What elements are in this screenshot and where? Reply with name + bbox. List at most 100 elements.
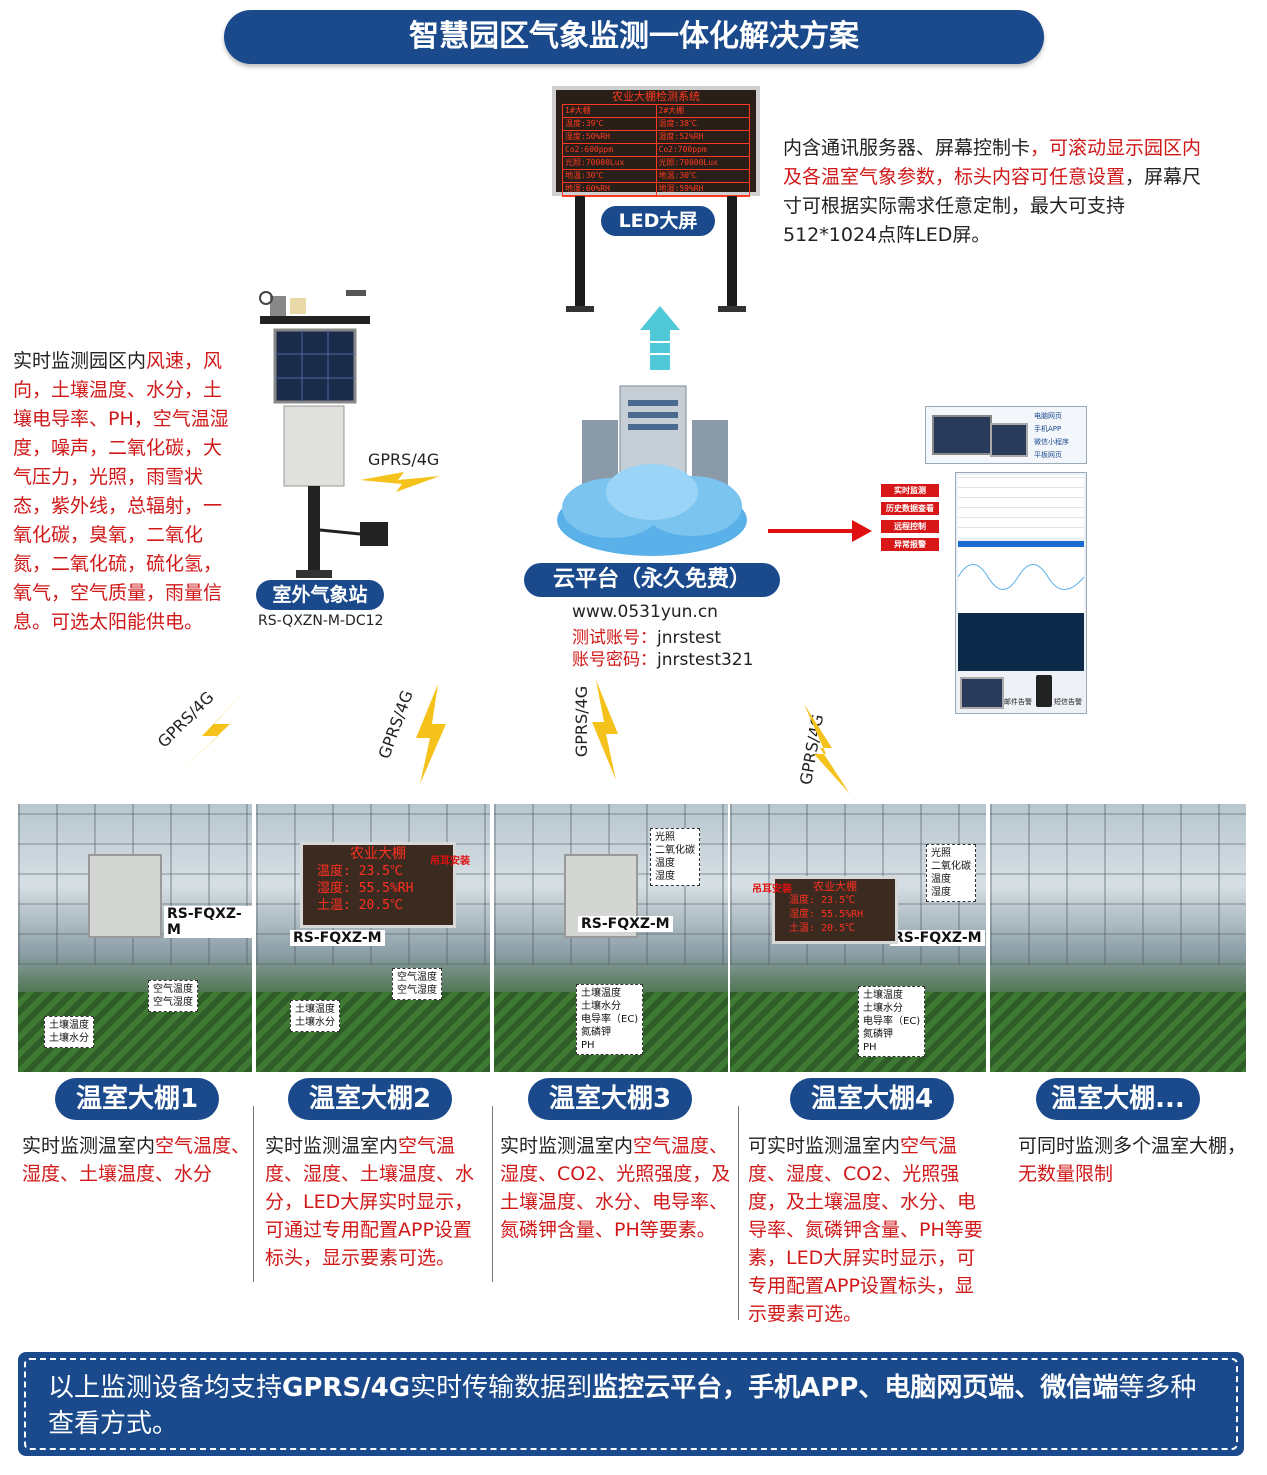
dashboard-screen <box>958 613 1084 671</box>
greenhouse-led-display: 农业大棚温度: 23.5℃ 湿度: 55.5%RH 土温: 20.5℃ <box>772 876 898 944</box>
cloud-url[interactable]: www.0531yun.cn <box>572 602 718 622</box>
page-title: 智慧园区气象监测一体化解决方案 <box>224 10 1044 64</box>
greenhouse-description-2: 实时监测温室内空气温度、湿度、土壤温度、水分，LED大屏实时显示，可通过专用配置… <box>265 1135 475 1269</box>
alert-email-label: 邮件告警 <box>1004 698 1032 706</box>
led-display-line: 湿度: 55.5%RH <box>317 881 414 896</box>
greenhouse-title-4: 温室大棚4 <box>790 1078 954 1120</box>
history-chart-screen <box>957 541 1085 615</box>
platform-menu-item[interactable]: 实时监测 <box>881 484 939 497</box>
greenhouse-title-3: 温室大棚3 <box>528 1078 692 1120</box>
platform-menu: 实时监测历史数据查看远程控制异常报警 <box>881 484 939 556</box>
client-list-item: 微信小程序 <box>1034 438 1069 446</box>
weather-station-label: 室外气象站 <box>256 580 384 610</box>
alert-sms-label: 短信告警 <box>1054 698 1082 706</box>
led-screen-cell: 地温:30℃ <box>656 170 749 183</box>
led-display-line: 土温: 20.5℃ <box>789 923 856 934</box>
led-screen-cell: 温度:39℃ <box>563 118 656 131</box>
arrow-right-icon <box>768 520 872 542</box>
led-screen-description: 内含通讯服务器、屏幕控制卡，可滚动显示园区内及各温室气象参数，标头内容可任意设置… <box>783 137 1202 246</box>
platform-menu-item[interactable]: 历史数据查看 <box>881 502 939 515</box>
greenhouse-description-1: 实时监测温室内空气温度、湿度、土壤温度、水分 <box>22 1135 251 1185</box>
lightning-icon <box>592 680 618 780</box>
led-display-title: 农业大棚 <box>813 880 857 893</box>
led-display-title: 农业大棚 <box>350 846 406 862</box>
sensor-tag: 土壤温度 土壤水分 电导率（EC) 氮磷钾 PH <box>858 986 926 1057</box>
sensor-tag: 土壤温度 土壤水分 电导率（EC) 氮磷钾 PH <box>576 984 644 1055</box>
led-screen-cell: 2#大棚 <box>656 105 749 118</box>
lightning-icon <box>360 472 440 492</box>
greenhouse-led-display: 农业大棚温度: 23.5℃ 湿度: 55.5%RH 土温: 20.5℃ <box>300 842 456 928</box>
gprs-label-station: GPRS/4G <box>368 450 440 469</box>
led-screen-cell: 地湿:60%RH <box>563 183 656 196</box>
weather-station-description: 实时监测园区内风速，风向，土壤温度、水分，土壤电导率、PH，空气温湿度，噪声，二… <box>13 350 229 633</box>
footer-banner: 以上监测设备均支持GPRS/4G实时传输数据到监控云平台，手机APP、电脑网页端… <box>18 1352 1244 1456</box>
led-screen-label: LED大屏 <box>601 206 715 236</box>
greenhouse-description-5: 可同时监测多个温室大棚，无数量限制 <box>1018 1135 1247 1185</box>
device-model-label: RS-FQXZ-M <box>164 906 252 938</box>
laptop-icon <box>932 415 992 455</box>
sensor-tag: 光照 二氧化碳 温度 湿度 <box>650 828 700 886</box>
device-model-label: RS-FQXZ-M <box>578 916 673 932</box>
led-screen-cell: 湿度:50%RH <box>563 131 656 144</box>
alert-email-icon <box>960 677 1004 709</box>
platform-menu-item[interactable]: 异常报警 <box>881 538 939 551</box>
led-screen-cell: 湿度:52%RH <box>656 131 749 144</box>
greenhouse-title-5: 温室大棚... <box>1036 1078 1200 1120</box>
cloud-test-password: 账号密码：jnrstest321 <box>572 650 754 670</box>
data-grid-screen <box>958 475 1084 537</box>
cloud-test-account: 测试账号：jnrstest <box>572 628 721 648</box>
greenhouse-photo-5 <box>990 804 1246 1072</box>
upload-arrow-icon <box>640 306 680 370</box>
led-screen-cell: 温度:38℃ <box>656 118 749 131</box>
weather-station-illustration <box>259 290 388 578</box>
device-model-label: RS-FQXZ-M <box>890 930 985 946</box>
led-display-line: 湿度: 55.5%RH <box>789 909 864 920</box>
cloud-server-illustration <box>557 385 747 556</box>
greenhouse-description-4: 可实时监测温室内空气温度、湿度、CO2、光照强度，及土壤温度、水分、电导率、氮磷… <box>748 1135 983 1325</box>
platform-screens: 邮件告警 短信告警 <box>955 472 1087 714</box>
column-divider <box>492 1106 493 1282</box>
led-display-line: 土温: 20.5℃ <box>317 898 403 913</box>
sensor-tag: 空气温度 空气湿度 <box>148 980 198 1012</box>
platform-menu-item[interactable]: 远程控制 <box>881 520 939 533</box>
tablet-icon <box>990 423 1028 457</box>
greenhouse-photo-3: RS-FQXZ-M 光照 二氧化碳 温度 湿度土壤温度 土壤水分 电导率（EC) … <box>494 804 728 1072</box>
device-enclosure <box>88 854 162 938</box>
greenhouse-frame <box>990 804 1246 965</box>
led-screen-cell: Co2:600ppm <box>563 144 656 157</box>
lightning-icon <box>182 690 246 770</box>
sensor-tag: 土壤温度 土壤水分 <box>290 1000 340 1032</box>
led-display-line: 温度: 23.5℃ <box>789 895 856 906</box>
client-list-item: 手机APP <box>1034 425 1062 433</box>
lightning-icon <box>416 684 446 784</box>
led-screen-cell: Co2:700ppm <box>656 144 749 157</box>
led-screen-cell: 地温:30℃ <box>563 170 656 183</box>
led-screen-cell: 光照:70000Lux <box>563 157 656 170</box>
weather-station-model: RS-QXZN-M-DC12 <box>258 613 384 629</box>
led-pole-left <box>575 196 585 310</box>
led-screen-cell: 1#大棚 <box>563 105 656 118</box>
led-screen-header: 农业大棚检测系统 <box>612 90 700 103</box>
led-screen-cell: 光照:70000Lux <box>656 157 749 170</box>
greenhouse-photo-4: RS-FQXZ-M 农业大棚温度: 23.5℃ 湿度: 55.5%RH 土温: 20.… <box>730 804 986 1072</box>
client-list-item: 电脑网页 <box>1034 412 1062 420</box>
led-display-line: 温度: 23.5℃ <box>317 864 403 879</box>
footer-text: 以上监测设备均支持GPRS/4G实时传输数据到监控云平台，手机APP、电脑网页端… <box>24 1358 1238 1450</box>
sensor-tag: 土壤温度 土壤水分 <box>44 1016 94 1048</box>
greenhouse-title-1: 温室大棚1 <box>55 1078 219 1120</box>
greenhouse-plants <box>990 991 1246 1072</box>
alert-sms-icon <box>1036 675 1052 707</box>
cloud-platform-label: 云平台（永久免费） <box>524 563 780 597</box>
greenhouse-photo-1: RS-FQXZ-M 空气温度 空气湿度土壤温度 土壤水分 <box>18 804 252 1072</box>
hanging-install-label: 吊耳安装 <box>430 856 470 867</box>
sensor-tag: 光照 二氧化碳 温度 湿度 <box>926 844 976 902</box>
led-pole-right <box>727 196 737 310</box>
lightning-icon <box>804 704 850 794</box>
sensor-tag: 空气温度 空气湿度 <box>392 968 442 1000</box>
